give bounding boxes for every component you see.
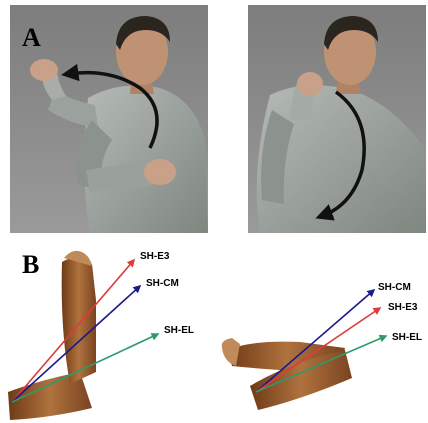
panel-a-label: A [22,23,41,52]
fist-raised-left [30,59,58,81]
label-sh-cm-right: SH-CM [378,282,411,293]
label-sh-el-left: SH-EL [164,325,194,336]
panel-a-right [248,5,426,233]
panel-b-right: SH-CM SH-E3 SH-EL [222,282,422,410]
panel-b-left: B SH-E3 SH-CM SH-EL [8,250,194,420]
label-sh-e3-left: SH-E3 [140,251,170,262]
fist-lower-left [144,159,176,185]
label-sh-cm-left: SH-CM [146,278,179,289]
label-sh-el-right: SH-EL [392,332,422,343]
label-sh-e3-right: SH-E3 [388,302,418,313]
panel-b-label: B [22,250,39,279]
panel-a-left: A [10,5,208,233]
fist-raised-right [297,72,323,96]
